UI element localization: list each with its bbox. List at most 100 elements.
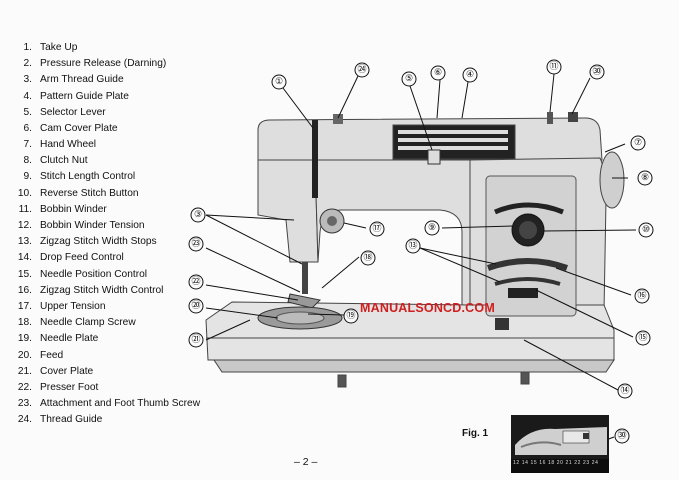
callout-7: ⑦ bbox=[630, 135, 646, 151]
svg-text:①: ① bbox=[275, 77, 283, 87]
parts-list-item: 20.Feed bbox=[16, 348, 216, 364]
parts-list-item: 7.Hand Wheel bbox=[16, 137, 216, 153]
part-number: 22. bbox=[17, 381, 32, 393]
thumbnail-inset: 12 14 15 16 18 20 21 22 23 24 bbox=[511, 415, 609, 473]
part-name: Upper Tension bbox=[40, 300, 106, 312]
part-number: 9. bbox=[23, 171, 33, 183]
part-name: Arm Thread Guide bbox=[40, 74, 124, 86]
part-name: Reverse Stitch Button bbox=[40, 187, 139, 199]
svg-text:⑰: ⑰ bbox=[372, 223, 381, 234]
callout-30: ㉚ bbox=[589, 64, 605, 80]
parts-list-item: 22. Presser Foot bbox=[16, 380, 216, 396]
part-name: Feed bbox=[40, 349, 64, 361]
parts-list-item: 24. Thread Guide bbox=[16, 412, 216, 428]
parts-list-item: 5.Selector Lever bbox=[16, 105, 216, 121]
part-number: 21. bbox=[17, 365, 32, 377]
part-number: 2. bbox=[23, 58, 33, 70]
parts-list-item: 8. Clutch Nut bbox=[16, 153, 216, 169]
callout-19: ⑲ bbox=[343, 308, 359, 324]
part-name: Bobbin Winder Tension bbox=[40, 220, 145, 232]
parts-list-item: 12. Bobbin Winder Tension bbox=[16, 218, 216, 234]
svg-text:⑥: ⑥ bbox=[434, 68, 442, 78]
callout-8: ⑧ bbox=[637, 170, 653, 186]
part-name: Needle Clamp Screw bbox=[40, 317, 136, 329]
svg-text:⑮: ⑮ bbox=[638, 332, 647, 343]
svg-text:㉚: ㉚ bbox=[617, 430, 626, 441]
callout-13: ⑬ bbox=[405, 238, 421, 254]
part-number: 12. bbox=[17, 220, 32, 232]
drop-feed-knob bbox=[495, 318, 509, 330]
parts-list-item: 21. Cover Plate bbox=[16, 364, 216, 380]
svg-text:⑪: ⑪ bbox=[549, 61, 558, 72]
part-number: 6. bbox=[23, 122, 33, 134]
part-number: 10. bbox=[17, 187, 32, 199]
svg-text:④: ④ bbox=[466, 70, 474, 80]
parts-list-item: 2.Pressure Release (Darning) bbox=[16, 56, 216, 72]
bobbin-winder bbox=[547, 112, 553, 124]
part-name: Needle Plate bbox=[40, 333, 99, 345]
svg-text:⑤: ⑤ bbox=[405, 74, 413, 84]
svg-text:㉑: ㉑ bbox=[191, 334, 200, 345]
figure-label: Fig. 1 bbox=[462, 428, 489, 439]
hand-wheel bbox=[599, 151, 625, 209]
parts-list-item: 19. Needle Plate bbox=[16, 331, 216, 347]
parts-list-item: 1. Take Up bbox=[16, 40, 216, 56]
part-number: 13. bbox=[17, 236, 32, 248]
part-number: 24. bbox=[17, 414, 32, 426]
parts-list-item: 10. Reverse Stitch Button bbox=[16, 186, 216, 202]
needle-bar bbox=[302, 262, 308, 294]
svg-text:⑳: ⑳ bbox=[191, 300, 200, 311]
part-name: Bobbin Winder bbox=[40, 203, 107, 215]
callout-10: ⑩ bbox=[638, 222, 654, 238]
callout-15: ⑮ bbox=[635, 330, 651, 346]
callout-22: ㉒ bbox=[188, 274, 204, 290]
callout-23: ㉓ bbox=[188, 236, 204, 252]
parts-list-item: 11. Bobbin Winder bbox=[16, 202, 216, 218]
svg-text:③: ③ bbox=[194, 210, 202, 220]
part-name: Zigzag Stitch Width Stops bbox=[40, 236, 157, 248]
svg-text:⑨: ⑨ bbox=[428, 223, 436, 233]
parts-list-item: 14.Drop Feed Control bbox=[16, 250, 216, 266]
part-number: 16. bbox=[17, 284, 32, 296]
part-name: Cover Plate bbox=[40, 365, 94, 377]
parts-list-item: 13. Zigzag Stitch Width Stops bbox=[16, 234, 216, 250]
callout-4: ④ bbox=[462, 67, 478, 83]
part-name: Zigzag Stitch Width Control bbox=[40, 284, 164, 296]
part-number: 19. bbox=[17, 333, 32, 345]
callout-6: ⑥ bbox=[430, 65, 446, 81]
svg-text:㉚: ㉚ bbox=[592, 66, 601, 77]
page-number: – 2 – bbox=[294, 456, 318, 468]
callout-18: ⑱ bbox=[360, 250, 376, 266]
part-number: 11. bbox=[18, 203, 32, 215]
callout-5: ⑤ bbox=[401, 71, 417, 87]
parts-list-item: 3.Arm Thread Guide bbox=[16, 72, 216, 88]
svg-text:⑭: ⑭ bbox=[620, 385, 629, 396]
part-name: Take Up bbox=[40, 41, 78, 53]
callout-3: ③ bbox=[190, 207, 206, 223]
part-number: 1. bbox=[23, 41, 33, 53]
callout-20: ⑳ bbox=[188, 298, 204, 314]
callout-16: ⑯ bbox=[634, 288, 650, 304]
svg-text:⑬: ⑬ bbox=[408, 240, 417, 251]
parts-list: 1. Take Up 2.Pressure Release (Darning)3.A… bbox=[16, 40, 216, 429]
part-number: 17. bbox=[17, 300, 32, 312]
part-name: Thread Guide bbox=[40, 414, 103, 426]
part-name: Presser Foot bbox=[40, 381, 99, 393]
svg-text:㉔: ㉔ bbox=[357, 64, 366, 75]
parts-list-item: 6.Cam Cover Plate bbox=[16, 121, 216, 137]
take-up-lever bbox=[312, 120, 318, 198]
callout-9: ⑨ bbox=[424, 220, 440, 236]
thumbnail-image bbox=[511, 415, 609, 459]
part-name: Clutch Nut bbox=[40, 155, 88, 167]
svg-text:㉒: ㉒ bbox=[191, 276, 200, 287]
part-number: 5. bbox=[23, 106, 33, 118]
callout-30-thumb: ㉚ bbox=[614, 428, 630, 444]
part-name: Stitch Length Control bbox=[40, 171, 136, 183]
parts-list-item: 15.Needle Position Control bbox=[16, 267, 216, 283]
callout-14: ⑭ bbox=[617, 383, 633, 399]
svg-text:⑯: ⑯ bbox=[637, 290, 646, 301]
callout-21: ㉑ bbox=[188, 332, 204, 348]
part-number: 8. bbox=[23, 155, 33, 167]
